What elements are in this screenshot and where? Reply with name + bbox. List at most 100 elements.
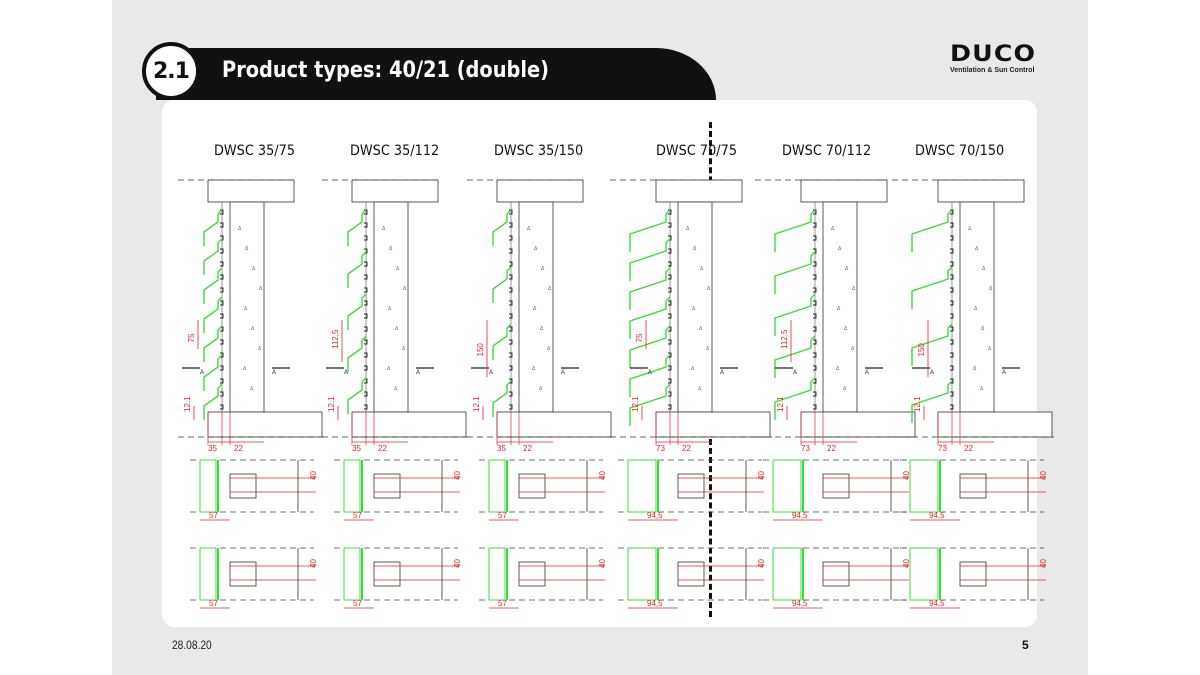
svg-text:Δ: Δ <box>245 246 249 252</box>
svg-text:40: 40 <box>757 559 766 568</box>
page-title: Product types: 40/21 (double) <box>222 58 549 83</box>
svg-text:112,5: 112,5 <box>780 329 789 349</box>
svg-text:A: A <box>720 370 724 376</box>
svg-text:40: 40 <box>453 559 462 568</box>
svg-text:Δ: Δ <box>845 266 849 272</box>
svg-text:A: A <box>930 370 934 376</box>
svg-text:22: 22 <box>682 444 691 453</box>
svg-text:94,5: 94,5 <box>929 511 945 520</box>
svg-text:A: A <box>489 370 493 376</box>
svg-text:A: A <box>416 370 420 376</box>
svg-text:12.1: 12.1 <box>776 396 785 412</box>
svg-text:40: 40 <box>598 559 607 568</box>
svg-text:57: 57 <box>498 511 507 520</box>
svg-text:Δ: Δ <box>968 226 972 232</box>
svg-text:Δ: Δ <box>989 286 993 292</box>
footer-date: 28.08.20 <box>172 638 212 652</box>
svg-text:Δ: Δ <box>387 366 391 372</box>
svg-text:Δ: Δ <box>975 246 979 252</box>
svg-text:Δ: Δ <box>843 386 847 392</box>
svg-text:73: 73 <box>801 444 810 453</box>
svg-text:Δ: Δ <box>395 326 399 332</box>
svg-text:A: A <box>793 370 797 376</box>
svg-text:Δ: Δ <box>973 366 977 372</box>
svg-text:40: 40 <box>598 471 607 480</box>
svg-text:Δ: Δ <box>981 326 985 332</box>
svg-text:57: 57 <box>498 599 507 608</box>
svg-text:73: 73 <box>656 444 665 453</box>
svg-text:A: A <box>1002 370 1006 376</box>
svg-text:22: 22 <box>523 444 532 453</box>
svg-text:Δ: Δ <box>388 306 392 312</box>
svg-text:A: A <box>344 370 348 376</box>
svg-text:Δ: Δ <box>836 366 840 372</box>
svg-text:35: 35 <box>352 444 361 453</box>
svg-text:94,5: 94,5 <box>647 511 663 520</box>
svg-text:22: 22 <box>827 444 836 453</box>
svg-text:Δ: Δ <box>852 286 856 292</box>
svg-text:Δ: Δ <box>547 346 551 352</box>
svg-text:Δ: Δ <box>534 246 538 252</box>
svg-text:94,5: 94,5 <box>792 511 808 520</box>
svg-text:Δ: Δ <box>244 306 248 312</box>
svg-text:Δ: Δ <box>548 286 552 292</box>
svg-text:A: A <box>865 370 869 376</box>
svg-text:Δ: Δ <box>394 386 398 392</box>
svg-text:Δ: Δ <box>533 306 537 312</box>
svg-text:40: 40 <box>1039 471 1048 480</box>
svg-text:40: 40 <box>757 471 766 480</box>
svg-text:22: 22 <box>234 444 243 453</box>
svg-text:Δ: Δ <box>831 226 835 232</box>
svg-text:Δ: Δ <box>540 326 544 332</box>
product-label: DWSC 35/75 <box>214 143 296 159</box>
page-number: 5 <box>1022 638 1029 652</box>
svg-text:40: 40 <box>453 471 462 480</box>
svg-text:Δ: Δ <box>532 366 536 372</box>
product-label: DWSC 70/75 <box>656 143 738 159</box>
svg-text:Δ: Δ <box>707 286 711 292</box>
svg-text:150: 150 <box>476 343 485 357</box>
svg-text:Δ: Δ <box>403 286 407 292</box>
svg-text:Δ: Δ <box>389 246 393 252</box>
svg-text:150: 150 <box>917 343 926 357</box>
svg-text:Δ: Δ <box>700 266 704 272</box>
svg-text:Δ: Δ <box>259 286 263 292</box>
svg-text:Δ: Δ <box>396 266 400 272</box>
svg-text:Δ: Δ <box>988 346 992 352</box>
svg-text:A: A <box>200 370 204 376</box>
svg-text:12.1: 12.1 <box>631 396 640 412</box>
svg-text:Δ: Δ <box>838 246 842 252</box>
product-label: DWSC 70/112 <box>782 143 872 159</box>
svg-text:12.1: 12.1 <box>913 396 922 412</box>
svg-text:Δ: Δ <box>541 266 545 272</box>
svg-text:Δ: Δ <box>698 386 702 392</box>
svg-text:75: 75 <box>635 333 644 342</box>
svg-text:35: 35 <box>497 444 506 453</box>
svg-text:12.1: 12.1 <box>183 396 192 412</box>
svg-text:A: A <box>272 370 276 376</box>
svg-text:Δ: Δ <box>851 346 855 352</box>
svg-text:Δ: Δ <box>686 226 690 232</box>
svg-text:40: 40 <box>1039 559 1048 568</box>
svg-text:12.1: 12.1 <box>472 396 481 412</box>
svg-text:40: 40 <box>902 559 911 568</box>
svg-text:40: 40 <box>309 559 318 568</box>
svg-text:75: 75 <box>187 333 196 342</box>
svg-text:Δ: Δ <box>250 386 254 392</box>
product-label: DWSC 35/112 <box>350 143 440 159</box>
svg-text:57: 57 <box>209 511 218 520</box>
svg-text:Δ: Δ <box>251 326 255 332</box>
svg-text:22: 22 <box>378 444 387 453</box>
svg-text:94,5: 94,5 <box>929 599 945 608</box>
svg-text:Δ: Δ <box>258 346 262 352</box>
product-label: DWSC 70/150 <box>915 143 1005 159</box>
svg-text:Δ: Δ <box>837 306 841 312</box>
